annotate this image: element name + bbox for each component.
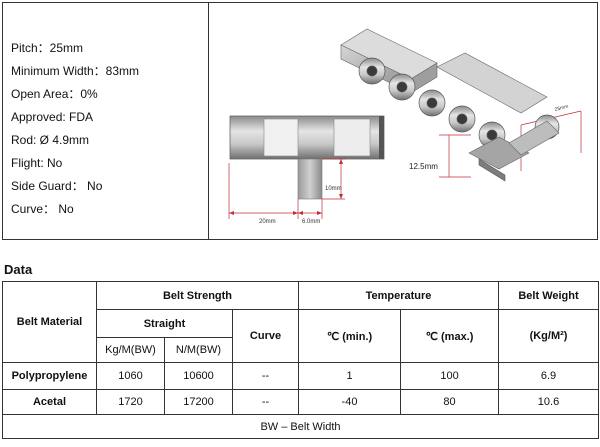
specification-panel: Pitch：25mm Minimum Width：83mm Open Area：… xyxy=(2,2,598,240)
spec-flight: Flight: No xyxy=(11,156,63,170)
spec-curve: Curve： No xyxy=(11,202,74,216)
header-straight: Straight xyxy=(96,309,233,338)
header-belt-material: Belt Material xyxy=(2,281,97,363)
spec-minimum-width: Minimum Width：83mm xyxy=(11,64,140,78)
table-row: Polypropylene 1060 10600 -- 1 100 6.9 xyxy=(2,362,600,390)
spec-rod: Rod: Ø 4.9mm xyxy=(11,133,90,147)
side-view xyxy=(229,115,385,200)
cell-kg: 1720 xyxy=(96,389,165,415)
header-temperature: Temperature xyxy=(297,281,500,310)
belt-data-table: Belt Material Belt Strength Temperature … xyxy=(1,281,600,439)
dim-6mm-label: 6.0mm xyxy=(302,219,320,225)
header-kg-bw: Kg/M(BW) xyxy=(96,337,165,363)
belt-3d-view xyxy=(340,28,560,182)
cell-temp-max: 100 xyxy=(399,362,500,390)
dim-25mm-label: 25mm xyxy=(554,104,569,113)
dimension-lines xyxy=(228,110,582,219)
table-footnote: BW – Belt Width xyxy=(1,414,600,439)
header-nm-bw: N/M(BW) xyxy=(164,337,233,363)
cell-temp-max: 80 xyxy=(399,389,500,415)
spec-open-area: Open Area：0% xyxy=(11,87,98,101)
header-belt-strength: Belt Strength xyxy=(96,281,299,310)
data-section-title: Data xyxy=(4,262,33,277)
belt-drawing: 10mm 20mm 6.0mm 12.5mm 25mm xyxy=(228,28,582,225)
header-curve: Curve xyxy=(232,309,299,363)
cell-nm: 10600 xyxy=(164,362,233,390)
dim-10mm-label: 10mm xyxy=(325,186,342,192)
table-row: Acetal 1720 17200 -- -40 80 10.6 xyxy=(2,389,600,415)
cell-curve: -- xyxy=(232,362,299,390)
header-weight-unit: (Kg/M²) xyxy=(498,309,600,363)
cell-material: Polypropylene xyxy=(2,362,97,390)
dim-pitch-label: 12.5mm xyxy=(409,162,438,171)
cell-material: Acetal xyxy=(2,389,97,415)
spec-approved: Approved: FDA xyxy=(11,110,94,124)
cell-temp-min: 1 xyxy=(298,362,401,390)
cell-weight: 6.9 xyxy=(498,362,600,390)
dim-20mm-label: 20mm xyxy=(259,219,276,225)
panel-divider xyxy=(208,3,209,239)
spec-side-guard: Side Guard： No xyxy=(11,179,103,193)
header-belt-weight: Belt Weight xyxy=(498,281,600,310)
spec-pitch: Pitch：25mm xyxy=(11,41,84,55)
header-temp-max: ℃ (max.) xyxy=(399,309,500,363)
spec-list: Pitch：25mm Minimum Width：83mm Open Area：… xyxy=(11,37,139,221)
cell-kg: 1060 xyxy=(96,362,165,390)
cell-nm: 17200 xyxy=(164,389,233,415)
cell-weight: 10.6 xyxy=(498,389,600,415)
cell-curve: -- xyxy=(232,389,299,415)
cell-temp-min: -40 xyxy=(298,389,401,415)
header-temp-min: ℃ (min.) xyxy=(298,309,401,363)
